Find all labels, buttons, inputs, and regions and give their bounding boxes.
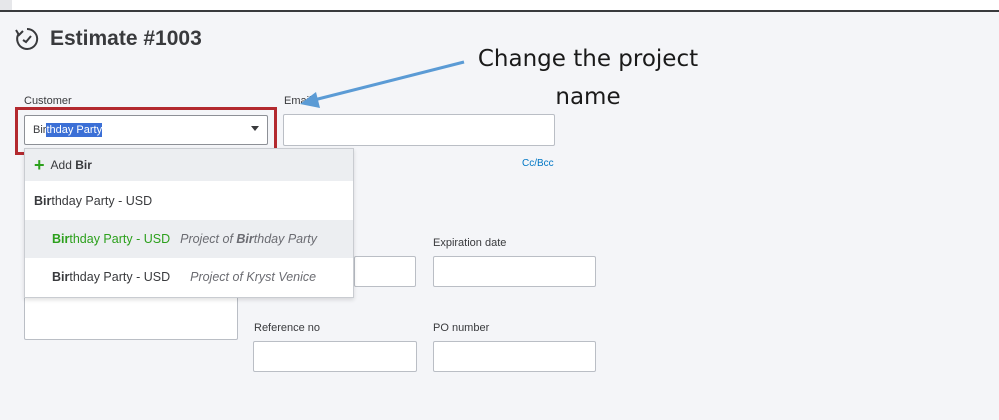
option-match: Bir: [52, 232, 70, 246]
option-name: Birthday Party - USD: [34, 194, 152, 208]
expiration-date-field[interactable]: [433, 256, 596, 287]
option-rest: thday Party - USD: [51, 194, 153, 208]
option-match: Bir: [34, 194, 52, 208]
top-bar-notch: [0, 0, 12, 10]
annotation-line-2: name: [555, 84, 621, 110]
option-project-of: Project of Birthday Party: [180, 232, 317, 246]
annotation-line-1: Change the project: [477, 46, 699, 72]
cc-bcc-link[interactable]: Cc/Bcc: [522, 158, 554, 169]
option-name: Birthday Party - USD: [52, 232, 170, 246]
option-sub-prefix: Project of: [190, 270, 243, 284]
billing-address-field[interactable]: [24, 290, 238, 340]
email-field[interactable]: [283, 114, 555, 146]
chevron-down-icon[interactable]: [251, 126, 259, 131]
page-header: Estimate #1003: [14, 26, 202, 52]
page-title: Estimate #1003: [50, 27, 202, 50]
reference-no-field[interactable]: [253, 341, 417, 372]
plus-icon: +: [34, 155, 45, 175]
option-sub-match: Bir: [236, 232, 254, 246]
customer-typed-text: Bir: [33, 124, 47, 136]
expiration-date-label: Expiration date: [433, 237, 507, 249]
add-customer-option[interactable]: + Add Bir: [25, 149, 353, 181]
annotation-callout: Change the project name: [468, 40, 708, 116]
customer-autocomplete-selection: thday Party: [46, 123, 103, 137]
customer-label: Customer: [24, 95, 72, 107]
reference-no-label: Reference no: [254, 322, 321, 334]
option-sub-rest: Kryst Venice: [246, 270, 317, 284]
annotation-arrow: [300, 60, 465, 108]
option-sub-prefix: Project of: [180, 232, 233, 246]
estimate-date-field[interactable]: [354, 256, 416, 287]
option-rest: thday Party - USD: [69, 232, 171, 246]
top-bar: [0, 0, 999, 10]
customer-input-value[interactable]: Birthday Party: [33, 123, 103, 137]
customer-option[interactable]: Birthday Party - USD Project of Kryst Ve…: [25, 258, 353, 296]
po-number-label: PO number: [433, 322, 490, 334]
customer-option[interactable]: Birthday Party - USD: [25, 182, 353, 220]
customer-dropdown: + Add Bir Birthday Party - USD Birthday …: [24, 148, 354, 298]
top-bar-divider: [0, 10, 999, 12]
add-option-prefix: Add: [50, 158, 72, 172]
customer-option-selected[interactable]: Birthday Party - USD Project of Birthday…: [25, 220, 353, 258]
option-rest: thday Party - USD: [69, 270, 171, 284]
estimate-history-icon[interactable]: [14, 26, 40, 52]
option-name: Birthday Party - USD: [52, 270, 170, 284]
customer-select[interactable]: Birthday Party: [24, 115, 268, 145]
add-option-query: Bir: [75, 158, 92, 172]
option-project-of: Project of Kryst Venice: [190, 270, 316, 284]
option-sub-rest: thday Party: [253, 232, 318, 246]
option-match: Bir: [52, 270, 70, 284]
po-number-field[interactable]: [433, 341, 596, 372]
